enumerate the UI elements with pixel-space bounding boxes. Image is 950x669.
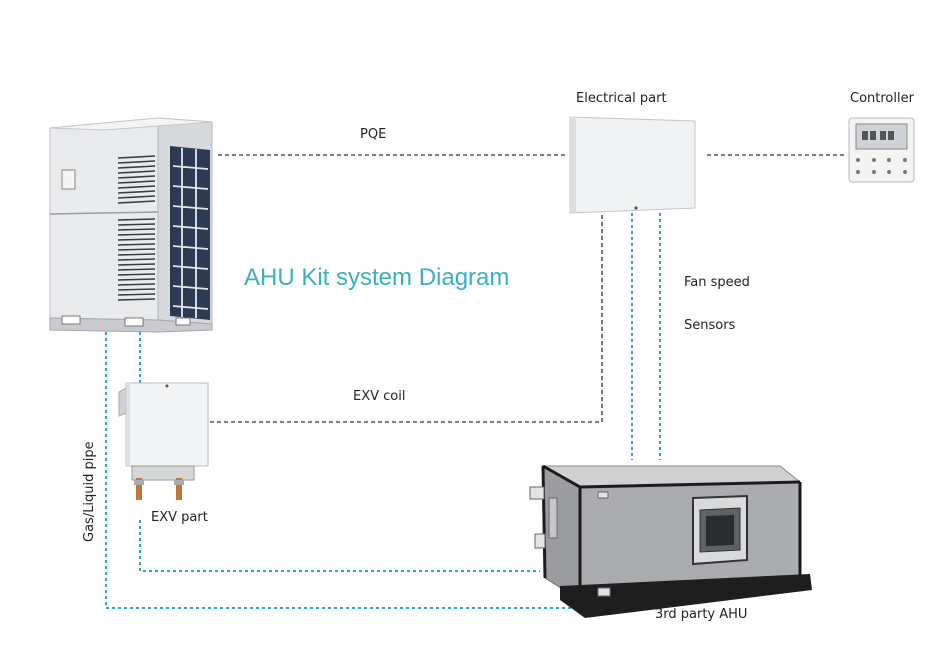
pqe-label: PQE: [360, 127, 387, 142]
fan-speed-label: Fan speed: [684, 275, 750, 290]
ahu-label: 3rd party AHU: [655, 607, 748, 622]
exv-coil-label: EXV coil: [353, 389, 406, 404]
exv-part-label: EXV part: [151, 510, 208, 525]
electrical-box-image: [569, 116, 696, 214]
signal-lines: [210, 154, 845, 423]
exv-to-ahu-line: [139, 520, 540, 572]
pipe-lines: [105, 213, 661, 609]
diagram-title: AHU Kit system Diagram: [244, 264, 510, 291]
ahu-unit-image: [529, 464, 812, 618]
exv-box-image: [118, 382, 209, 500]
outdoor-unit-image: [49, 117, 213, 333]
controller-image: [848, 117, 915, 183]
gas-liquid-pipe-line: [105, 332, 572, 609]
exv-coil-line: [210, 213, 603, 423]
gas-liquid-pipe-label: Gas/Liquid pipe: [82, 441, 97, 542]
electrical-part-label: Electrical part: [576, 91, 667, 106]
sensors-label: Sensors: [684, 318, 736, 333]
controller-label: Controller: [850, 91, 914, 106]
